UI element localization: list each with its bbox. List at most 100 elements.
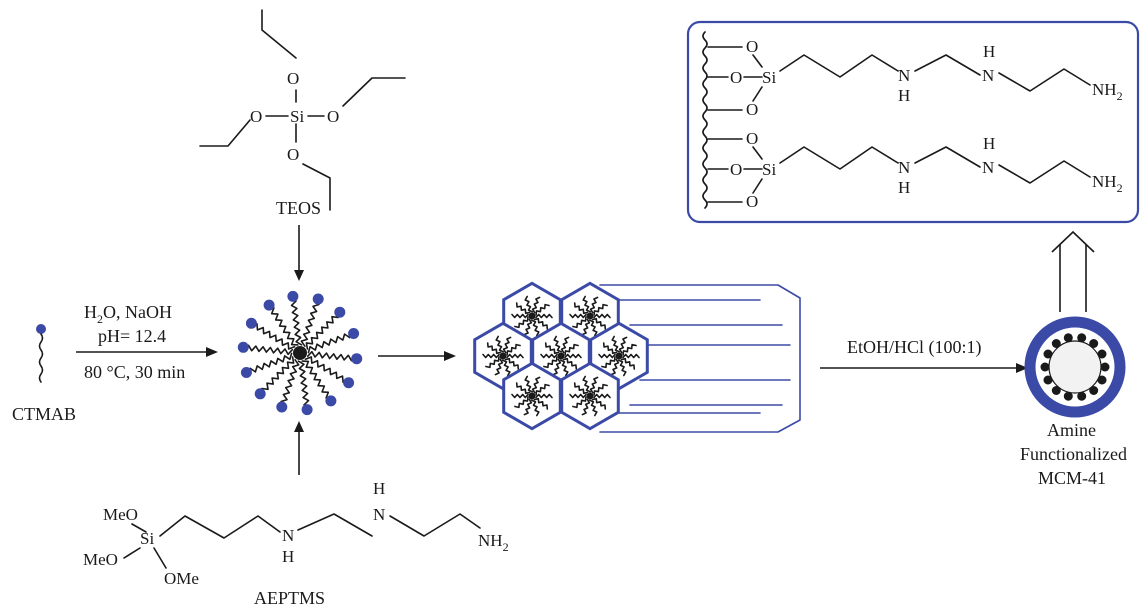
double-arrow-shaft xyxy=(1059,244,1087,312)
cell-micelle-tail xyxy=(622,353,640,359)
cell-micelle-tail xyxy=(531,399,540,417)
channel-lines-outer xyxy=(611,299,761,414)
chain-n1-h: H xyxy=(898,86,910,105)
aeptms-structure: MeO Si MeO OMe N H N H NH2 AEPTMS xyxy=(83,479,509,608)
product-label-amine: Amine xyxy=(1047,420,1096,440)
arrowhead-aeptms xyxy=(294,421,304,432)
cell-micelle-tail xyxy=(531,319,540,337)
micelle-head xyxy=(301,404,313,416)
cond-etoh-hcl: EtOH/HCl (100:1) xyxy=(847,337,982,358)
micelle-head xyxy=(351,353,363,365)
pore-amine-dot xyxy=(1100,362,1110,372)
chain-n2: N xyxy=(982,66,994,85)
o-si-bonds xyxy=(743,54,763,102)
cell-micelle-tail xyxy=(602,342,618,355)
cell-micelle-tail xyxy=(611,335,620,353)
ctmab-structure: CTMAB xyxy=(12,324,76,424)
cell-micelle-tail xyxy=(589,399,598,417)
cell-micelle-tail xyxy=(589,296,599,314)
pore-amine-dot xyxy=(1063,333,1073,343)
surface-si: Si xyxy=(762,68,776,87)
micelle-tail xyxy=(307,333,351,354)
cell-micelle-core xyxy=(586,312,594,320)
o-si-bonds xyxy=(743,146,763,194)
cell-micelle-tail xyxy=(524,295,533,313)
cell-micelle-tail xyxy=(511,313,529,319)
micelle-head xyxy=(334,306,346,318)
teos-bond-left xyxy=(199,115,289,147)
surface-o-bottom: O xyxy=(746,100,758,119)
aeptms-n1-h: H xyxy=(282,547,294,566)
aeptms-n2-h: H xyxy=(373,479,385,498)
surface-structure-box xyxy=(686,20,1140,224)
cell-micelle-tail xyxy=(560,359,569,377)
teos-label: TEOS xyxy=(276,198,321,218)
cell-micelle-tail xyxy=(582,375,591,393)
cell-micelle-core xyxy=(528,392,536,400)
micelle xyxy=(237,290,363,416)
pore-amine-dot xyxy=(1097,349,1107,359)
micelle-tail xyxy=(247,344,294,356)
teos-o-bottom: O xyxy=(287,145,299,164)
product-label-functionalized: Functionalized xyxy=(1020,444,1127,464)
cell-micelle-tail xyxy=(514,316,529,329)
cell-micelle-tail xyxy=(531,376,541,394)
pore-wall xyxy=(1024,316,1126,418)
product-label-mcm41: MCM-41 xyxy=(1038,468,1106,488)
teos-si-atom: Si xyxy=(290,107,304,126)
cell-micelle-core xyxy=(615,352,623,360)
aeptms-n1: N xyxy=(282,526,294,545)
cell-micelle-core xyxy=(586,392,594,400)
cell-micelle-tail xyxy=(598,353,616,359)
cell-micelle-tail xyxy=(572,396,587,409)
pore-amine-dot xyxy=(1097,375,1107,385)
cell-micelle-core xyxy=(557,352,565,360)
aeptms-propyl-chain xyxy=(159,515,281,539)
surface-o-bonds xyxy=(707,138,743,203)
micelle-head xyxy=(263,299,275,311)
cell-micelle-tail xyxy=(581,318,591,336)
aeptms-ethyl-1 xyxy=(297,513,373,537)
surface-o-top: O xyxy=(746,37,758,56)
micelle-tail xyxy=(280,359,300,403)
chain-n1-h: H xyxy=(898,178,910,197)
teos-bond-bottom xyxy=(295,123,331,211)
micelle-tail xyxy=(305,315,339,350)
cell-micelle-tail xyxy=(593,313,611,319)
micelle-tail xyxy=(301,360,330,399)
pore-amine-dot xyxy=(1077,391,1087,401)
aeptms-label: AEPTMS xyxy=(254,588,325,608)
micelle-core xyxy=(293,346,307,360)
ctmab-label: CTMAB xyxy=(12,404,76,424)
micelle-head xyxy=(312,293,324,305)
cell-micelle-tail xyxy=(523,318,533,336)
cell-micelle-tail xyxy=(482,353,500,359)
cell-micelle-tail xyxy=(535,383,550,396)
pore-amine-dot xyxy=(1063,391,1073,401)
cell-micelle-core xyxy=(528,312,536,320)
aeptms-meo-left: MeO xyxy=(83,550,118,569)
arrowhead-step1 xyxy=(206,347,218,357)
teos-bond-right xyxy=(307,77,406,117)
aeptms-si-o-bonds xyxy=(123,523,167,569)
cond-temp-time: 80 °C, 30 min xyxy=(84,362,185,382)
ctmab-head xyxy=(36,324,46,334)
chain-nh2: NH2 xyxy=(1092,172,1123,195)
cell-micelle-tail xyxy=(514,396,529,409)
cell-micelle-tail xyxy=(535,313,553,319)
cell-micelle-tail xyxy=(581,398,591,416)
cell-micelle-tail xyxy=(494,358,504,376)
aeptms-nh2: NH2 xyxy=(478,531,509,554)
pore-amine-dot xyxy=(1043,375,1053,385)
chain-nh2: NH2 xyxy=(1092,80,1123,103)
teos-o-top: O xyxy=(287,69,299,88)
cell-micelle-tail xyxy=(544,342,560,355)
pore-amine-dot xyxy=(1040,362,1050,372)
micelle-head xyxy=(237,341,249,353)
cell-micelle-tail xyxy=(535,393,553,399)
cell-micelle-tail xyxy=(573,382,589,395)
cell-micelle-tail xyxy=(589,319,598,337)
arrowhead-step2 xyxy=(444,351,456,361)
aeptms-ome: OMe xyxy=(164,569,199,588)
